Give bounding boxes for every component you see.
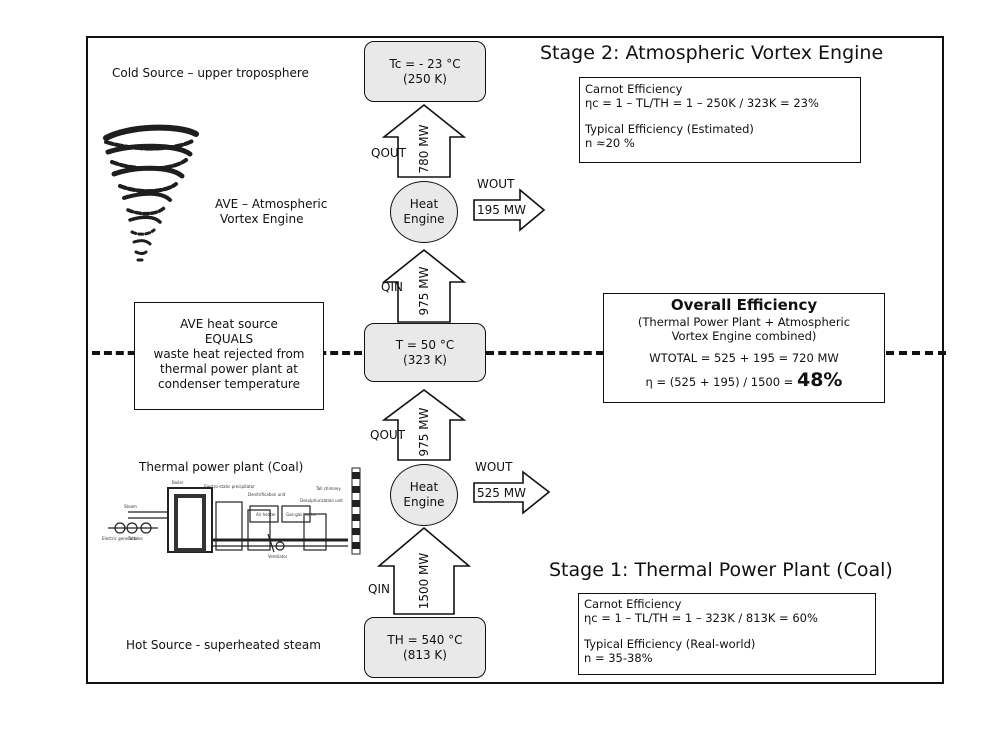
stage2-heat-engine: Heat Engine: [390, 181, 458, 243]
stage2-qin-value: 975 MW: [417, 266, 431, 316]
plant-label-gas-gas-heater: Gas-gas heater: [286, 512, 317, 517]
ave-label-line2: Vortex Engine: [220, 212, 304, 226]
stage1-engine-line2: Engine: [403, 495, 445, 509]
stage1-qout-arrow: [381, 389, 467, 461]
overall-eta: η = (525 + 195) / 1500 = 48%: [608, 369, 880, 393]
power-plant-diagram: Boiler Electro-static precipitator Denit…: [102, 467, 361, 559]
stage1-title: Stage 1: Thermal Power Plant (Coal): [549, 559, 893, 581]
cold-source-label: Cold Source – upper troposphere: [112, 66, 309, 80]
hot-source-temp: TH = 540 °C: [387, 632, 463, 647]
thermal-plant-label: Thermal power plant (Coal): [139, 460, 304, 474]
plant-label-desulphurization: Desulphurization unit: [300, 498, 343, 503]
stage2-engine-line2: Engine: [403, 212, 445, 226]
stage2-typical-title: Typical Efficiency (Estimated): [585, 122, 754, 136]
stage2-qin-arrow: [381, 248, 467, 323]
overall-eta-prefix: η = (525 + 195) / 1500 =: [645, 375, 797, 389]
stage1-qin-value: 1500 MW: [417, 552, 431, 610]
overall-wtotal: WTOTAL = 525 + 195 = 720 MW: [649, 351, 839, 365]
stage2-qout-arrow: [381, 103, 467, 178]
ave-source-line5: condenser temperature: [158, 377, 300, 391]
stage1-qin-arrow: [376, 526, 472, 615]
condenser-temp: T = 50 °C: [395, 337, 455, 352]
hot-source-kelvin: (813 K): [403, 647, 447, 662]
stage2-qin-label: QIN: [381, 280, 403, 294]
stage2-qout-label: QOUT: [371, 146, 407, 160]
stage2-carnot-formula: ηc = 1 – TL/TH = 1 – 250K / 323K = 23%: [585, 96, 819, 110]
ave-heat-source-box: AVE heat source EQUALS waste heat reject…: [134, 302, 324, 410]
overall-efficiency-box: Overall Efficiency (Thermal Power Plant …: [603, 293, 885, 403]
stage1-typical-title: Typical Efficiency (Real-world): [584, 637, 756, 651]
overall-eta-value: 48%: [796, 369, 843, 391]
stage2-title: Stage 2: Atmospheric Vortex Engine: [540, 42, 884, 64]
plant-label-turbine: Turbine: [127, 536, 143, 541]
divider-far-right: [886, 351, 946, 355]
stage1-wout-label: WOUT: [475, 460, 513, 474]
plant-label-denitrification: Denitrification unit: [248, 492, 286, 497]
plant-label-steam: Steam: [124, 504, 137, 509]
stage1-wout-arrow: [473, 470, 551, 515]
divider-right: [486, 351, 604, 355]
ave-label: AVE – Atmospheric Vortex Engine: [215, 197, 327, 227]
stage2-wout-label: WOUT: [477, 177, 515, 191]
stage2-typical-value: n ≈20 %: [585, 136, 635, 150]
ave-label-line1: AVE – Atmospheric: [215, 197, 328, 211]
stage2-carnot-title: Carnot Efficiency: [585, 82, 683, 96]
stage2-wout-arrow: [473, 188, 546, 232]
plant-label-generator: Electric generator: [102, 536, 138, 541]
overall-subtitle2: Vortex Engine combined): [671, 329, 817, 343]
cold-source-box: Tc = - 23 °C (250 K): [364, 41, 486, 102]
ave-source-line4: thermal power plant at: [160, 362, 298, 376]
stage2-info-box: Carnot Efficiency ηc = 1 – TL/TH = 1 – 2…: [579, 77, 861, 163]
hot-source-label: Hot Source - superheated steam: [126, 638, 321, 652]
stage1-typical-value: n = 35-38%: [584, 651, 653, 665]
stage1-info-box: Carnot Efficiency ηc = 1 – TL/TH = 1 – 3…: [578, 593, 876, 675]
stage2-engine-line1: Heat: [409, 197, 439, 211]
stage1-qin-label: QIN: [368, 582, 390, 596]
overall-subtitle1: (Thermal Power Plant + Atmospheric: [637, 315, 851, 329]
stage2-qout-value: 780 MW: [417, 124, 431, 174]
stage1-wout-value: 525 MW: [477, 486, 526, 500]
stage1-qout-label: QOUT: [370, 428, 406, 442]
plant-label-ventilator: Ventilator: [268, 554, 288, 559]
plant-label-air-heater: Air heater: [256, 512, 276, 517]
stage1-engine-line1: Heat: [409, 480, 439, 494]
tornado-icon: [103, 124, 199, 262]
cold-source-temp: Tc = - 23 °C: [389, 56, 461, 71]
stage1-carnot-formula: ηc = 1 – TL/TH = 1 – 323K / 813K = 60%: [584, 611, 818, 625]
condenser-kelvin: (323 K): [403, 352, 447, 367]
ave-source-line3: waste heat rejected from: [153, 347, 305, 361]
plant-label-chimney: Tall chimney: [315, 486, 341, 491]
hot-source-box: TH = 540 °C (813 K): [364, 617, 486, 678]
condenser-box: T = 50 °C (323 K): [364, 323, 486, 382]
diagram-frame: [86, 36, 944, 684]
ave-source-line1: AVE heat source: [180, 317, 278, 331]
cold-source-kelvin: (250 K): [403, 71, 447, 86]
stage2-wout-value: 195 MW: [477, 203, 526, 217]
overall-title: Overall Efficiency: [670, 296, 818, 314]
plant-label-precipitator: Electro-static precipitator: [204, 484, 255, 489]
ave-source-line2: EQUALS: [204, 332, 254, 346]
plant-label-boiler: Boiler: [172, 480, 184, 485]
stage1-carnot-title: Carnot Efficiency: [584, 597, 682, 611]
stage1-qout-value: 975 MW: [417, 407, 431, 457]
stage1-heat-engine: Heat Engine: [390, 464, 458, 526]
